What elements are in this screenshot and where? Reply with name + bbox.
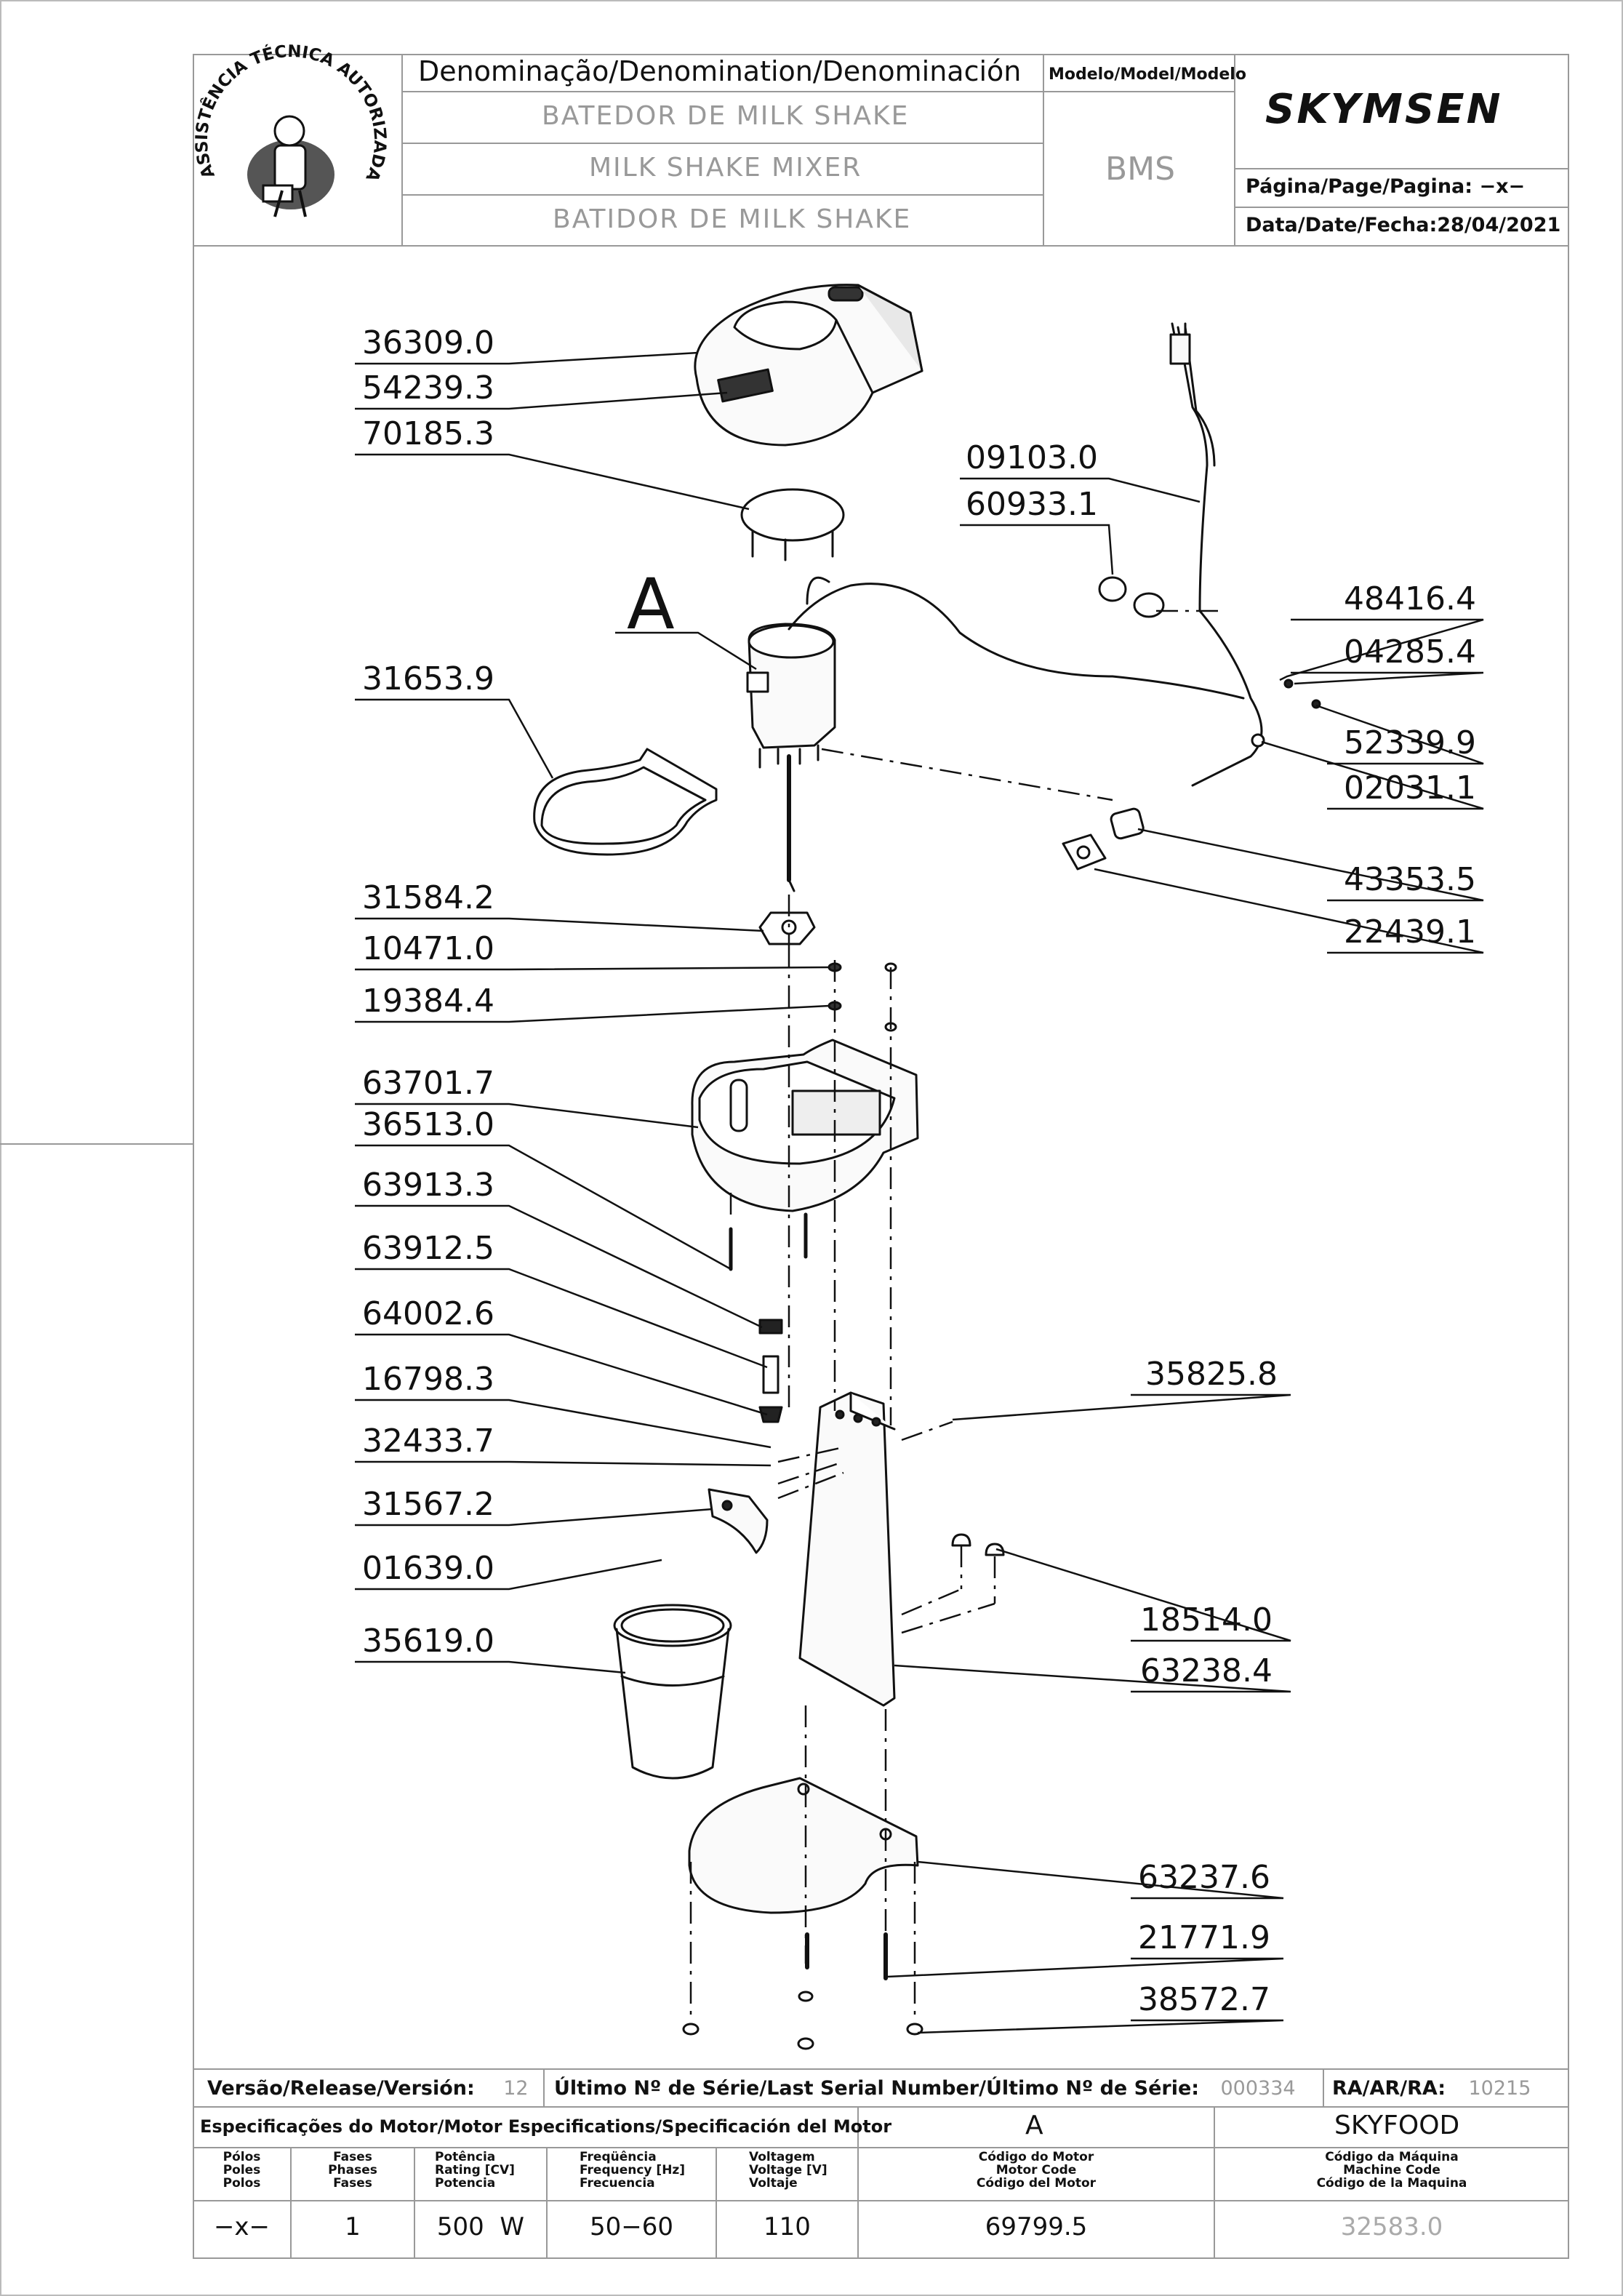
part-label-22439-1: 22439.1 — [1344, 913, 1476, 951]
model-label: Modelo/Model/Modelo — [1049, 65, 1246, 84]
part-label-63701-7: 63701.7 — [362, 1065, 494, 1102]
seal-figure-icon — [247, 115, 334, 217]
filter-disk-part — [740, 488, 845, 561]
coupling-part — [758, 911, 816, 945]
part-label-16798-3: 16798.3 — [362, 1361, 494, 1398]
drawing-frame — [193, 54, 1569, 2259]
bowl-housing-part — [691, 1039, 919, 1212]
part-label-31567-2: 31567.2 — [362, 1486, 494, 1523]
brand-logo: SKYMSEN — [1265, 86, 1503, 133]
part-label-63238-4: 63238.4 — [1140, 1652, 1273, 1689]
base-part — [688, 1777, 919, 1914]
value-poles: −x− — [213, 2212, 270, 2241]
cup-part — [613, 1604, 732, 1780]
date-value: 28/04/2021 — [1437, 214, 1561, 236]
value-phases: 1 — [345, 2212, 361, 2241]
part-label-38572-7: 38572.7 — [1138, 1981, 1270, 2018]
motor-part — [746, 623, 836, 892]
part-label-18514-0: 18514.0 — [1140, 1601, 1273, 1639]
part-label-64002-6: 64002.6 — [362, 1295, 494, 1332]
power-cord-part — [788, 322, 1263, 787]
detail-marker-a: A — [627, 564, 675, 645]
cup-holder-part — [708, 1488, 769, 1554]
value-motor-code: 69799.5 — [985, 2212, 1088, 2241]
part-label-19384-4: 19384.4 — [362, 983, 494, 1020]
release-label: Versão/Release/Versión: 12 — [207, 2077, 529, 2100]
release-value: 12 — [503, 2077, 529, 2100]
part-label-63912-5: 63912.5 — [362, 1230, 494, 1267]
motor-letter: A — [1025, 2111, 1043, 2140]
strain-relief-part — [1062, 679, 1321, 871]
model-value: BMS — [1105, 151, 1176, 188]
part-label-04285-4: 04285.4 — [1344, 633, 1476, 671]
value-frequency: 50−60 — [589, 2212, 673, 2241]
brand-skyfood: SKYFOOD — [1334, 2111, 1460, 2140]
acorn-nuts-part — [951, 1533, 1005, 1556]
part-label-63237-6: 63237.6 — [1138, 1859, 1270, 1896]
part-label-48416-4: 48416.4 — [1344, 580, 1476, 617]
value-power: 500 W — [436, 2212, 525, 2241]
feet-part — [682, 1932, 923, 2050]
screws-part — [729, 1212, 808, 1423]
part-label-31653-9: 31653.9 — [362, 660, 494, 697]
value-voltage: 110 — [764, 2212, 811, 2241]
part-label-31584-2: 31584.2 — [362, 879, 494, 916]
serial-label: Último Nº de Série/Last Serial Number/Úl… — [554, 2077, 1296, 2100]
ra-value: 10215 — [1468, 2077, 1531, 2100]
part-label-21771-9: 21771.9 — [1138, 1919, 1270, 1956]
value-machine-code: 32583.0 — [1340, 2212, 1443, 2241]
part-label-01639-0: 01639.0 — [362, 1550, 494, 1587]
part-label-43353-5: 43353.5 — [1344, 861, 1476, 898]
column-part — [798, 1391, 896, 1707]
part-label-52339-9: 52339.9 — [1344, 724, 1476, 761]
part-label-02031-1: 02031.1 — [1344, 769, 1476, 807]
product-name-es: BATIDOR DE MILK SHAKE — [553, 204, 912, 234]
part-label-32433-7: 32433.7 — [362, 1423, 494, 1460]
gasket-part — [533, 748, 718, 856]
motor-spec-label: Especificações do Motor/Motor Especifica… — [200, 2116, 892, 2137]
denomination-label: Denominação/Denomination/Denominación — [418, 55, 1022, 87]
part-label-36513-0: 36513.0 — [362, 1106, 494, 1143]
part-label-36309-0: 36309.0 — [362, 324, 494, 361]
part-label-35619-0: 35619.0 — [362, 1623, 494, 1660]
product-name-en: MILK SHAKE MIXER — [589, 153, 862, 183]
part-label-09103-0: 09103.0 — [966, 439, 1098, 476]
page-value: −x− — [1479, 175, 1526, 198]
product-name-pt: BATEDOR DE MILK SHAKE — [542, 101, 910, 131]
part-label-70185-3: 70185.3 — [362, 415, 494, 452]
ra-label: RA/AR/RA: 10215 — [1332, 2077, 1531, 2100]
top-cover-part — [694, 284, 923, 447]
part-label-35825-8: 35825.8 — [1145, 1356, 1278, 1393]
part-label-10471-0: 10471.0 — [362, 930, 494, 967]
serial-value: 000334 — [1220, 2077, 1296, 2100]
page-label: Página/Page/Pagina: −x− — [1246, 175, 1526, 198]
part-label-63913-3: 63913.3 — [362, 1167, 494, 1204]
part-label-54239-3: 54239.3 — [362, 369, 494, 407]
date-label: Data/Date/Fecha:28/04/2021 — [1246, 214, 1561, 236]
part-label-60933-1: 60933.1 — [966, 486, 1098, 523]
